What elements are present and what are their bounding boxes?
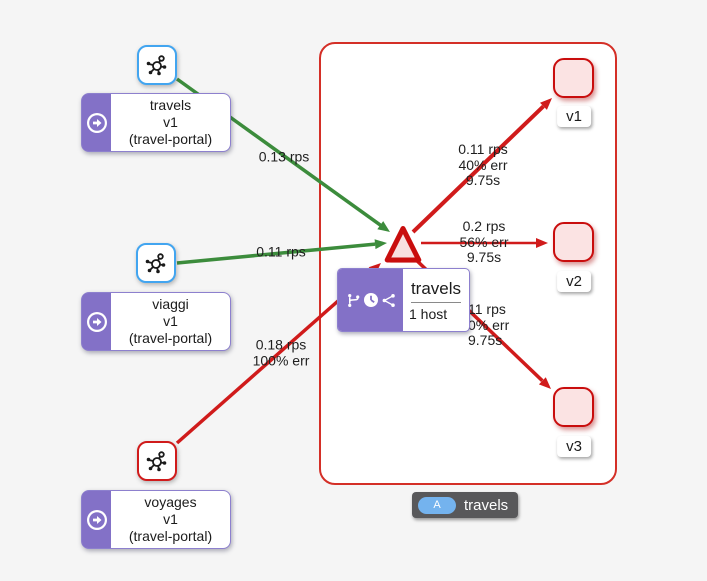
workload-name: viaggi [152,296,189,312]
workload-node-strip [82,491,111,548]
arrow-circle-right-icon [86,112,107,133]
workload-node-label: travels v1 (travel-portal) [111,94,230,151]
workload-version: v1 [163,511,178,527]
app-box-viaggi[interactable] [136,243,176,283]
version-node-v2[interactable] [553,222,594,262]
workload-node-viaggi[interactable]: viaggi v1 (travel-portal) [81,292,231,351]
workload-name: travels [149,97,192,113]
molecule-icon [146,55,167,76]
workload-namespace: (travel-portal) [128,131,213,147]
service-node-label[interactable]: travels 1 host [337,268,470,332]
version-node-v1-label[interactable]: v1 [557,106,591,127]
version-node-v2-label[interactable]: v2 [557,271,591,292]
edge-label-v2-rate: 0.2 rps 56% err 9.75s [459,217,509,265]
workload-version: v1 [163,114,178,130]
workload-node-travels[interactable]: travels v1 (travel-portal) [81,93,231,152]
workload-version: v1 [163,313,178,329]
edge-label-voyages-rate: 0.18 rps 100% err [252,336,310,368]
workload-node-strip [82,293,111,350]
app-box-voyages[interactable] [137,441,177,481]
service-label-text: travels 1 host [403,269,469,331]
app-badge-label: travels [464,496,509,514]
divider [411,301,461,303]
service-name: travels [410,278,462,298]
version-node-v1[interactable] [553,58,594,98]
workload-node-label: voyages v1 (travel-portal) [111,491,230,548]
workload-node-voyages[interactable]: voyages v1 (travel-portal) [81,490,231,549]
molecule-icon [146,451,167,472]
share-icon [382,293,395,307]
app-group-badge[interactable]: A travels [412,492,519,518]
workload-namespace: (travel-portal) [128,330,213,346]
workload-name: voyages [144,494,197,510]
arrow-circle-right-icon [86,311,107,332]
workload-node-strip [82,94,111,151]
clock-icon [363,293,378,307]
arrow-circle-right-icon [86,509,107,530]
edge-label-viaggi-rate: 0.11 rps [256,243,306,260]
service-badges [338,269,403,331]
workload-namespace: (travel-portal) [128,528,213,544]
version-node-v3-label[interactable]: v3 [557,436,591,457]
service-hosts: 1 host [409,305,448,322]
edge-label-v3-rate: 11 rps 0% err 9.75s [468,301,510,348]
branch-icon [347,293,359,307]
version-node-v3[interactable] [553,387,594,427]
app-box-travels[interactable] [137,45,177,85]
molecule-icon [145,253,166,274]
edge-label-v1-rate: 0.11 rps 40% err 9.75s [458,140,508,188]
workload-node-label: viaggi v1 (travel-portal) [111,293,230,350]
app-badge-pill: A [418,496,456,514]
edge-label-travels-rate: 0.13 rps [258,148,310,165]
